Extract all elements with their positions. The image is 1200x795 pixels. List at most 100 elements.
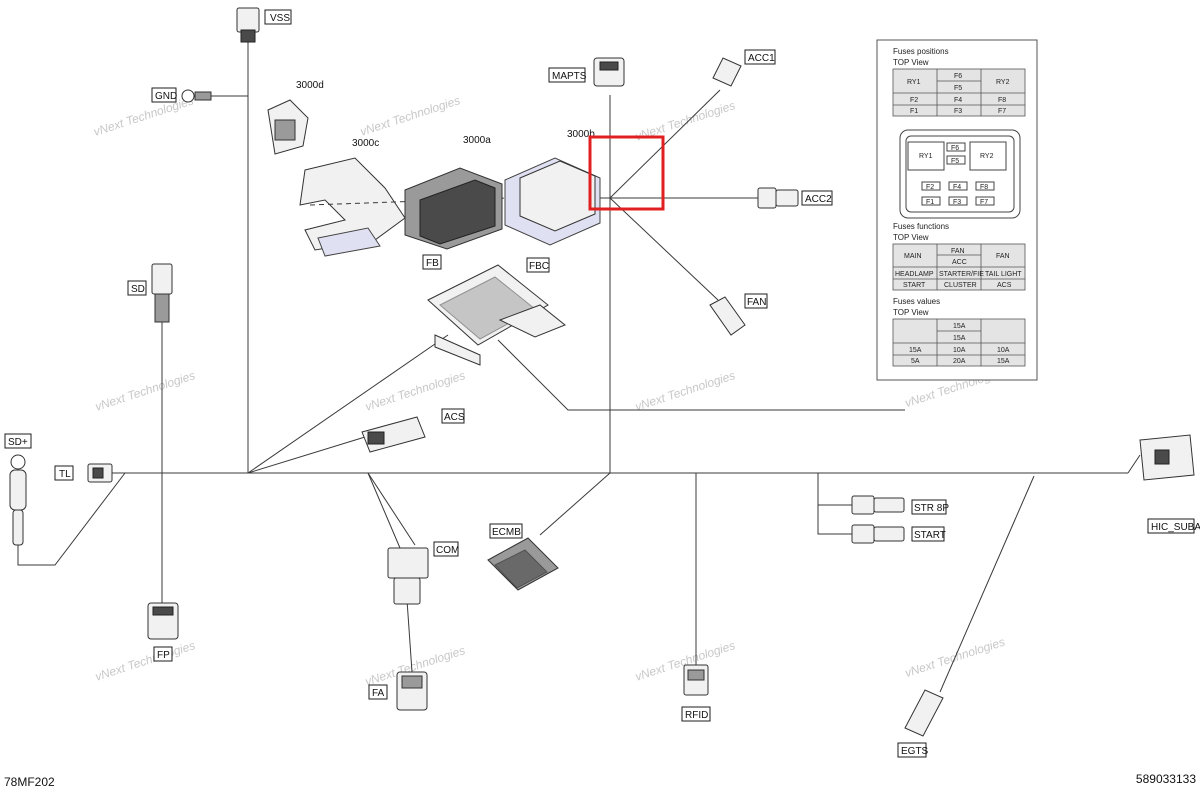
acs-connector: ACS [361, 408, 465, 453]
fan-label: FAN [747, 297, 766, 308]
fa-wire [406, 599, 413, 673]
gnd-label: GND [155, 91, 177, 102]
svg-text:F3: F3 [953, 199, 961, 206]
rfid-connector: RFID [681, 664, 711, 722]
start-label: START [914, 530, 946, 541]
watermark-text: vNext Technologies [633, 368, 737, 414]
com-connector: COM [387, 541, 459, 605]
watermark-text: vNext Technologies [92, 93, 196, 139]
fuse-functions-title: Fuses functions [893, 222, 949, 231]
fa-connector: FA [368, 671, 428, 711]
svg-text:F1: F1 [926, 199, 934, 206]
svg-text:F6: F6 [954, 73, 962, 80]
acc1-wire [609, 89, 721, 199]
mapts-label: MAPTS [552, 71, 587, 82]
diagram-code-right: 589033133 [1135, 772, 1196, 786]
start-wire [817, 473, 852, 535]
fuse-positions-view: TOP View [893, 58, 929, 67]
tl-label: TL [59, 469, 71, 480]
part-3000a-label: 3000a [463, 135, 491, 146]
svg-text:F5: F5 [951, 158, 959, 165]
svg-text:F4: F4 [953, 184, 961, 191]
fp-label: FP [157, 650, 170, 661]
sd-label: SD [131, 284, 145, 295]
fbc-label: FBC [529, 261, 549, 272]
svg-text:CLUSTER: CLUSTER [944, 282, 977, 289]
svg-text:15A: 15A [909, 347, 922, 354]
str-8p-connector: STR 8P [851, 495, 949, 515]
svg-text:FAN: FAN [996, 253, 1010, 260]
svg-text:ACS: ACS [997, 282, 1012, 289]
svg-text:F6: F6 [951, 145, 959, 152]
acc1-connector: ACC1 [712, 49, 776, 87]
vss-connector: VSS [236, 7, 292, 43]
part-3000d-label: 3000d [296, 80, 324, 91]
sd-connector: SD [127, 263, 173, 323]
com-wire-b [367, 472, 416, 546]
svg-text:RY2: RY2 [996, 79, 1010, 86]
svg-text:ACC: ACC [952, 259, 967, 266]
svg-text:15A: 15A [997, 358, 1010, 365]
fuse-values-title: Fuses values [893, 297, 940, 306]
svg-text:TAIL LIGHT: TAIL LIGHT [985, 271, 1022, 278]
svg-text:F2: F2 [910, 97, 918, 104]
wire-harness [17, 42, 1141, 693]
tl-connector: TL [54, 463, 113, 483]
mapts-connector: MAPTS [548, 57, 625, 87]
svg-text:F3: F3 [954, 108, 962, 115]
svg-text:MAIN: MAIN [904, 253, 922, 260]
acs-wire [247, 436, 366, 474]
fan-connector: FAN [709, 293, 768, 336]
com-wire-a [367, 472, 401, 549]
acc2-label: ACC2 [805, 194, 832, 205]
sd-plus-connector: SD+ [4, 433, 32, 546]
svg-text:START: START [903, 282, 926, 289]
acc2-connector: ACC2 [757, 187, 833, 209]
fuse-panel-wire [497, 339, 905, 411]
vss-label: VSS [270, 13, 290, 24]
part-3000d: 3000d [267, 80, 324, 155]
fb-fuse-block: FB FBC [422, 254, 566, 366]
svg-text:15A: 15A [953, 335, 966, 342]
watermark-text: vNext Technologies [93, 368, 197, 414]
fa-label: FA [372, 688, 385, 699]
sd-plus-label: SD+ [8, 437, 28, 448]
gnd-connector: GND [151, 87, 212, 103]
svg-text:20A: 20A [953, 358, 966, 365]
start-connector: START [851, 524, 946, 544]
svg-text:F8: F8 [980, 184, 988, 191]
svg-text:5A: 5A [911, 358, 920, 365]
diagram-code-left: 78MF202 [4, 775, 55, 789]
egts-connector: EGTS [897, 689, 944, 758]
part-3000c-label: 3000c [352, 138, 379, 149]
fuse-values-view: TOP View [893, 308, 929, 317]
ecmb-wire [539, 472, 611, 536]
svg-text:F1: F1 [910, 108, 918, 115]
ecmb-label: ECMB [492, 527, 521, 538]
svg-text:FAN: FAN [951, 248, 965, 255]
svg-text:10A: 10A [953, 347, 966, 354]
svg-text:F4: F4 [954, 97, 962, 104]
svg-text:F7: F7 [998, 108, 1006, 115]
fuse-values-table: 15A 15A 15A 10A 10A 5A 20A 15A [892, 318, 1026, 367]
svg-text:HEADLAMP: HEADLAMP [895, 271, 934, 278]
ecmb-connector: ECMB [487, 523, 559, 591]
fuse-panel: Fuses positions TOP View RY1 RY2 F6 F5 F… [876, 39, 1038, 381]
svg-text:F8: F8 [998, 97, 1006, 104]
hic-suba-connector: HIC_SUBA [1139, 434, 1200, 534]
svg-text:F2: F2 [926, 184, 934, 191]
part-3000b: 3000b [504, 129, 601, 246]
watermark-text: vNext Technologies [358, 93, 462, 139]
fb-label: FB [426, 258, 439, 269]
watermark-text: vNext Technologies [363, 368, 467, 414]
rfid-label: RFID [685, 710, 708, 721]
sd-plus-wire [17, 472, 126, 566]
part-3000c: 3000c [299, 138, 591, 257]
highlight-box [588, 135, 665, 211]
str-8p-label: STR 8P [914, 503, 949, 514]
hic-wire [1127, 454, 1141, 474]
fuse-positions-title: Fuses positions [893, 47, 949, 56]
part-3000a: 3000a [404, 135, 503, 250]
